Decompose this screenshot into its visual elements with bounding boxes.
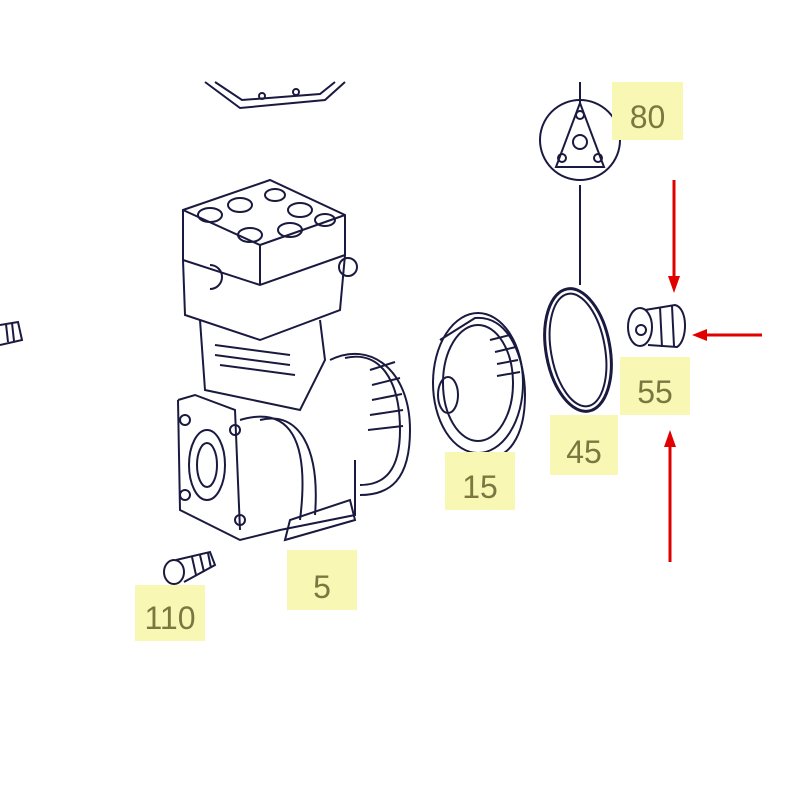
- gasket-fragment: [204, 81, 346, 110]
- highlight-arrows: [664, 180, 762, 562]
- callout-5: 5: [287, 550, 357, 610]
- oring-45-drawing: [543, 287, 613, 413]
- callout-45: 45: [550, 415, 618, 475]
- callout-15: 15: [445, 452, 515, 510]
- callout-110: 110: [135, 585, 205, 641]
- gear-15-drawing: [432, 312, 527, 457]
- bolt-110-drawing: [163, 550, 217, 585]
- nut-55-drawing: [627, 303, 686, 349]
- callout-80: 80: [612, 82, 683, 140]
- callout-55: 55: [620, 357, 690, 415]
- plate-80-drawing: [539, 99, 621, 181]
- compressor-drawing: [177, 178, 412, 542]
- bolt-fragment: [0, 320, 24, 346]
